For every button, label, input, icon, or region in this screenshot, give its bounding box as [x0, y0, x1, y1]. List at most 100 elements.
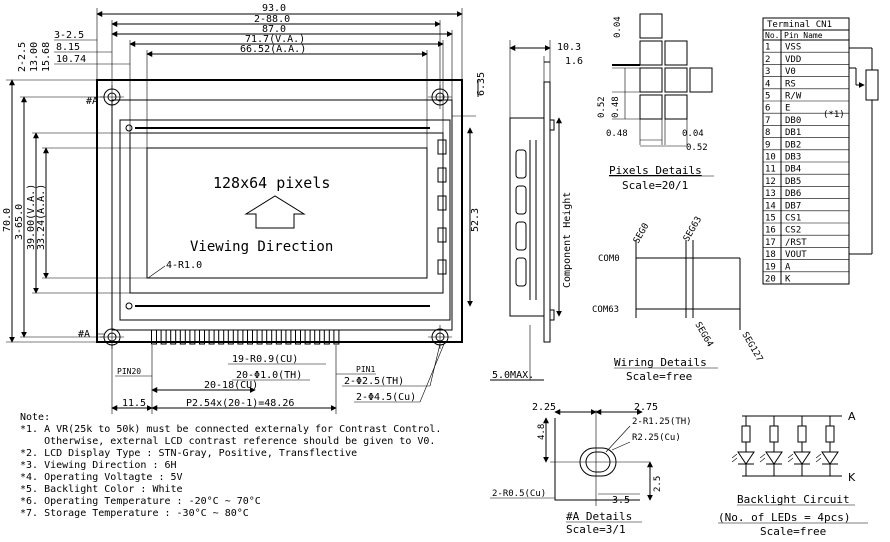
note-line-8: *7. Storage Temperature : -30°C ~ 80°C [20, 508, 249, 519]
dim-8-15: 8.15 [56, 42, 80, 53]
a-details-title: #A Details [566, 510, 632, 523]
notes-title: Note: [20, 412, 50, 423]
dim-5-0-max: 5.0MAX. [492, 370, 534, 381]
dim-hole-pitch: 2-88.0 [254, 14, 290, 25]
terminal-pin-name: K [785, 275, 791, 285]
dim-total-width: 93.0 [262, 3, 286, 14]
pin [189, 329, 196, 345]
viewing-direction-text: Viewing Direction [190, 239, 333, 255]
viewing-direction-arrow-icon [244, 195, 306, 229]
active-area [146, 147, 428, 279]
note-line-7: *6. Operating Temperature : -20°C ~ 70°C [20, 496, 261, 507]
backlight-resistor [797, 425, 807, 443]
strip-hole [125, 302, 133, 310]
pin [247, 329, 253, 345]
px-dim-0-52: 0.52 [597, 96, 607, 118]
wiring-seg64: SEG64 [692, 321, 714, 349]
dim-10-74: 10.74 [56, 54, 86, 65]
viewing-area [129, 132, 444, 294]
terminal-pin-no: 1 [765, 43, 770, 53]
terminal-pin-no: 10 [765, 153, 776, 163]
pin [256, 329, 263, 345]
terminal-pin-no: 2 [765, 55, 770, 65]
dim-aa-height: 33.24(A.A.) [36, 184, 47, 250]
wiring-seg0: SEG0 [632, 222, 652, 246]
backlight-scale: Scale=free [760, 525, 826, 538]
terminal-pin-name: RS [785, 79, 796, 89]
pin [170, 329, 177, 345]
terminal-pin-no: 5 [765, 92, 770, 102]
mark-a-bottom: #A [78, 329, 90, 340]
notes-block: Note: *1. A VR(25k to 50k) must be conne… [20, 412, 441, 519]
dim-aa-width: 66.52(A.A.) [240, 44, 306, 55]
led-diode-icon [793, 451, 811, 465]
side-lcd-body [509, 117, 545, 317]
dim-13-00: 13.00 [29, 42, 40, 72]
dim-va-width: 71.7(V.A.) [245, 34, 305, 45]
dim-52-3: 52.3 [470, 208, 481, 232]
terminal-pin-name: DB5 [785, 177, 801, 187]
wiring-seg63: SEG63 [682, 215, 704, 243]
dim-pin-pitch: P2.54x(20-1)=48.26 [186, 398, 294, 409]
terminal-title: Terminal CN1 [767, 20, 832, 30]
bezel-outline [119, 119, 451, 321]
side-pcb [543, 81, 551, 343]
terminal-pin-name: DB2 [785, 140, 801, 150]
note-line-4: *3. Viewing Direction : 6H [20, 460, 177, 471]
pin [227, 329, 234, 345]
led-diode-icon [765, 451, 783, 465]
note-line-6: *5. Backlight Color : White [20, 484, 183, 495]
terminal-pin-name: DB7 [785, 201, 801, 211]
terminal-pin-name: VDD [785, 55, 801, 65]
terminal-pin-no: 7 [765, 116, 770, 126]
mounting-hole-br [428, 325, 452, 349]
dim-6-35: 6.35 [476, 72, 487, 96]
terminal-pin-name: DB6 [785, 189, 801, 199]
terminal-pin-name: VSS [785, 43, 801, 53]
side-view: 10.3 1.6 Component Height 5.0MAX. [490, 40, 583, 381]
backlight-resistor [741, 425, 751, 443]
pin20-label: PIN20 [117, 367, 141, 376]
terminal-pin-no: 9 [765, 140, 770, 150]
dim-holes-th: 2-Φ2.5(TH) [344, 376, 404, 387]
note-line-2: Otherwise, external LCD contrast referen… [20, 436, 435, 447]
pixels-details-scale: Scale=20/1 [622, 179, 688, 192]
a-slot-inner [585, 451, 611, 473]
pin [179, 329, 186, 345]
dim-pin-holes: 20-Φ1.0(TH) [236, 370, 302, 381]
terminal-col-pin: Pin Name [784, 31, 823, 40]
terminal-pin-no: 12 [765, 177, 776, 187]
dim-total-height: 70.0 [2, 208, 13, 232]
right-components [437, 139, 447, 275]
contrast-vr-circuit: (*1) [823, 47, 879, 255]
backlight-title: Backlight Circuit [737, 493, 850, 506]
wiring-details: SEG0 SEG63 SEG64 SEG127 COM0 COM63 Wirin… [592, 215, 764, 383]
terminal-pin-name: DB3 [785, 153, 801, 163]
a-dim-r2-25: R2.25(Cu) [632, 433, 681, 443]
display-resolution-text: 128x64 pixels [213, 174, 330, 192]
backlight-resistor [825, 425, 835, 443]
wiring-details-scale: Scale=free [626, 370, 692, 383]
dim-va-height: 39.00(V.A.) [26, 184, 37, 250]
terminal-pin-no: 17 [765, 238, 776, 248]
pixels-details-title: Pixels Details [609, 164, 702, 177]
pin [304, 329, 311, 345]
backlight-anode-label: A [848, 410, 856, 423]
dim-holes-cu: 2-Φ4.5(Cu) [356, 392, 416, 403]
terminal-pin-no: 14 [765, 201, 776, 211]
a-details-scale: Scale=3/1 [566, 523, 626, 536]
terminal-pin-name: DB1 [785, 128, 801, 138]
wiring-details-title: Wiring Details [614, 356, 707, 369]
terminal-pin-name: DB0 [785, 116, 801, 126]
terminal-pin-no: 8 [765, 128, 770, 138]
front-view: 128x64 pixels Viewing Direction 93.0 2-8… [2, 3, 487, 414]
dim-1-6: 1.6 [565, 56, 583, 67]
terminal-pin-name: E [785, 104, 790, 114]
a-dim-4-8: 4.8 [537, 424, 547, 440]
pcb-outline [96, 79, 463, 343]
a-slot-outer [579, 447, 617, 477]
px-dim-0-52-bottom: 0.52 [686, 143, 708, 153]
pin [160, 329, 167, 345]
